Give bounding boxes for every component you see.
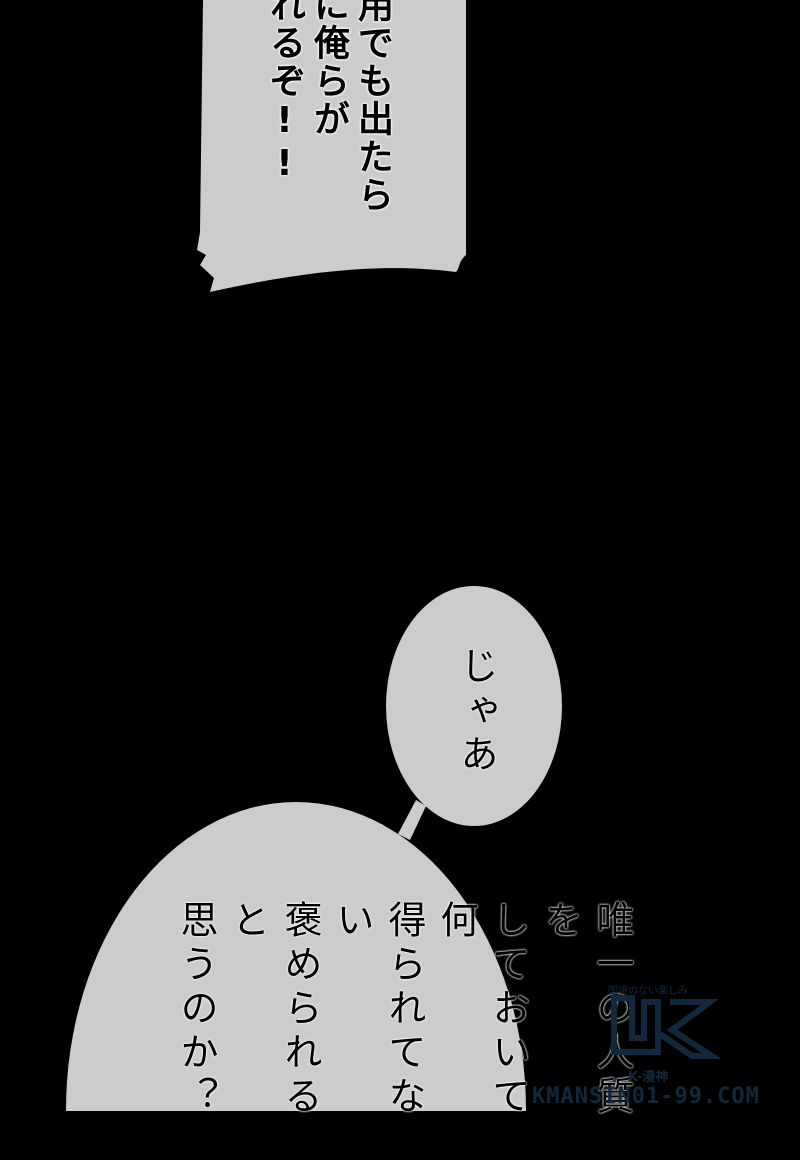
caption-box — [197, 0, 466, 292]
speech-bubble-large — [66, 802, 526, 1111]
watermark-brand: K-漫神 — [628, 1070, 669, 1085]
bubble-large-line-3: 得られてない — [330, 900, 426, 1120]
speech-bubble-small — [386, 586, 562, 826]
bubble-large-line-5: 思うのか？ — [174, 900, 218, 1120]
watermark-url: KMANSIN01-99.COM — [532, 1084, 760, 1109]
bubble-large-text: 唯一の人質を しておいて何 得られてない 褒められると 思うのか？ — [170, 900, 638, 1160]
bubble-tail — [398, 800, 426, 840]
caption-text: 用でも出たら に俺らが れるぞ!! — [262, 0, 394, 226]
panel-art — [66, 0, 562, 1111]
watermark-tagline: 国境のない楽しみ — [608, 986, 688, 997]
bubble-small-text: じゃあ — [450, 646, 502, 786]
watermark-logo-icon — [611, 995, 720, 1059]
caption-line-3: れるぞ!! — [264, 0, 305, 186]
caption-line-1: 用でも出たら — [352, 0, 393, 214]
watermark: 国境のない楽しみ K-漫神 KMANSIN01-99.COM — [530, 982, 800, 1111]
bubble-large-line-1: 唯一の人質を — [538, 900, 634, 1120]
caption-line-2: に俺らが — [308, 0, 349, 138]
bubble-large-line-2: しておいて何 — [434, 900, 530, 1120]
bubble-small-line-1: じゃあ — [454, 646, 498, 778]
bubble-large-line-4: 褒められると — [226, 900, 322, 1120]
